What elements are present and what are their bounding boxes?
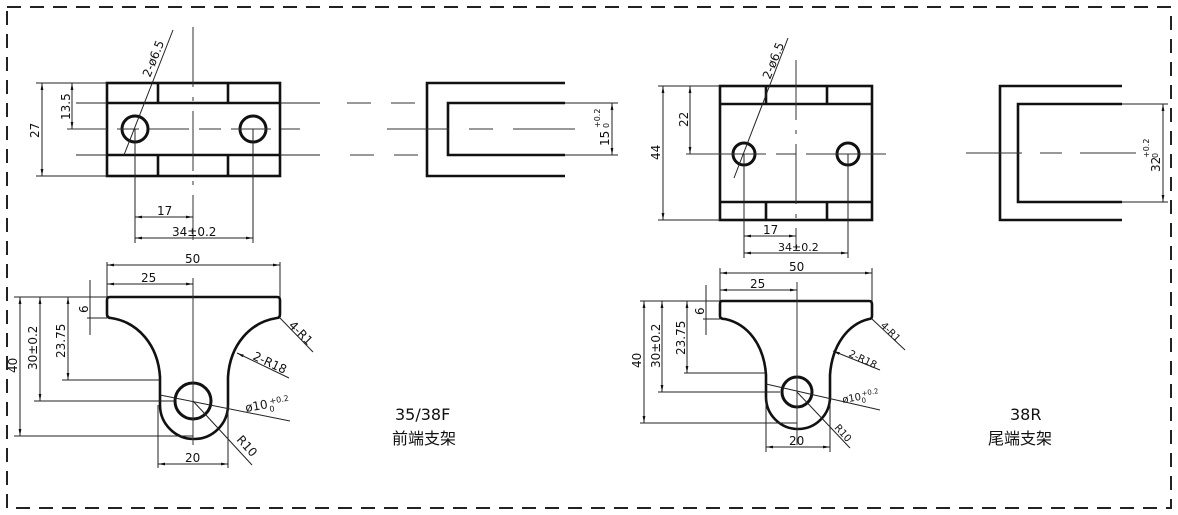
- right-fillet-radius: 2-R18: [847, 349, 879, 372]
- left-arc-height: 23.75: [54, 324, 68, 358]
- right-bracket-profile: [718, 299, 874, 431]
- left-top-view: 2-ø6.5 27 13.5 17 34±0.2: [28, 27, 320, 243]
- right-hole-height: 30±0.2: [649, 324, 663, 368]
- left-bracket-profile: [105, 295, 282, 441]
- left-hole-height: 30±0.2: [26, 326, 40, 370]
- left-height-total-front: 40: [6, 358, 20, 373]
- right-hole-spacing: 34±0.2: [778, 241, 819, 254]
- left-height-half: 13.5: [59, 93, 73, 120]
- right-slot-tol-upper: +0.2: [1142, 139, 1151, 158]
- right-bore-diameter: ø10: [842, 392, 862, 406]
- right-model-label: 38R: [1010, 405, 1041, 424]
- right-bore-tol-upper: +0.2: [861, 387, 879, 398]
- right-boss-radius: R10: [832, 423, 853, 445]
- left-height-total: 27: [28, 123, 42, 138]
- right-boss-width: 20: [789, 434, 804, 448]
- left-slot-width: 15: [598, 131, 612, 146]
- left-flange-thickness: 6: [77, 305, 91, 313]
- right-part-name: 尾端支架: [988, 429, 1052, 448]
- drawing-frame-border: [6, 6, 1172, 509]
- right-side-view: 32 +0.2 0: [966, 84, 1168, 222]
- left-width-half: 25: [141, 271, 156, 285]
- left-bore-tol-upper: +0.2: [269, 394, 290, 406]
- right-slot-tol-lower: 0: [1151, 153, 1160, 158]
- right-bore-tol-lower: 0: [861, 396, 867, 405]
- left-hole-offset: 17: [157, 204, 172, 218]
- left-bore-tol-lower: 0: [269, 404, 276, 414]
- left-part-name: 前端支架: [392, 429, 456, 448]
- left-fillet-radius: 2-R18: [251, 349, 289, 377]
- right-top-view: 2-ø6.5 44 22 17 34±0.2: [649, 37, 892, 258]
- right-hole-callout: 2-ø6.5: [760, 40, 787, 81]
- right-front-view: 50 25 6 40 30±0.2 23.75 20 4-R1 2-R18 ø1…: [630, 260, 906, 452]
- right-arc-height: 23.75: [674, 321, 688, 355]
- right-slot-width: 32: [1149, 157, 1163, 172]
- right-height-total: 44: [649, 145, 663, 160]
- left-hole-callout: 2-ø6.5: [140, 38, 167, 79]
- right-width-half: 25: [750, 277, 765, 291]
- left-bore-diameter: ø10: [244, 397, 269, 415]
- right-width-total: 50: [789, 260, 804, 274]
- right-flange-thickness: 6: [693, 307, 707, 315]
- left-side-view: 15 +0.2 0: [347, 81, 618, 178]
- left-corner-radius: 4-R1: [286, 318, 316, 348]
- left-model-label: 35/38F: [395, 405, 450, 424]
- left-front-view: 50 25 6 40 30±0.2 23.75 20 4-R1 2-R18 ø1…: [6, 252, 316, 468]
- left-slot-tol-upper: +0.2: [593, 109, 602, 128]
- right-height-total-front: 40: [630, 353, 644, 368]
- left-boss-radius: R10: [234, 433, 260, 460]
- right-height-half: 22: [677, 112, 691, 127]
- right-hole-offset: 17: [763, 223, 778, 237]
- left-slot-tol-lower: 0: [602, 123, 611, 128]
- left-hole-spacing: 34±0.2: [172, 225, 216, 239]
- left-width-total: 50: [185, 252, 200, 266]
- right-corner-radius: 4-R1: [878, 320, 902, 344]
- left-boss-width: 20: [185, 451, 200, 465]
